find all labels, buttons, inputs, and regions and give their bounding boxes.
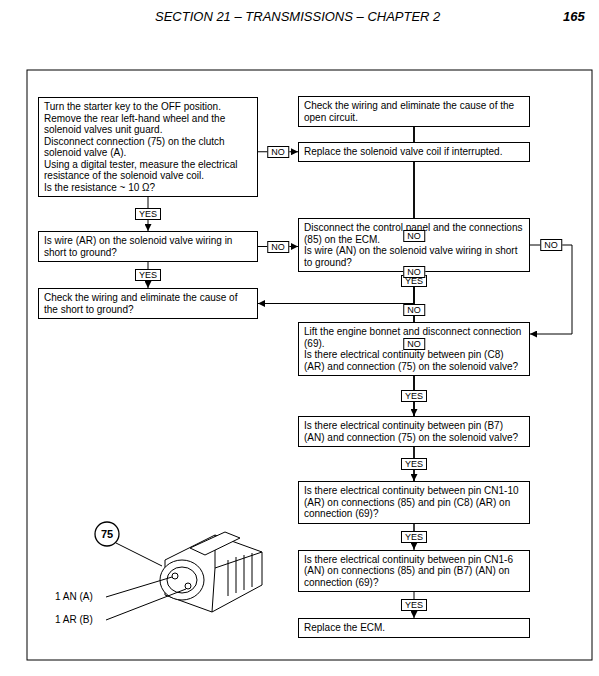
callout-number: 75: [101, 528, 113, 540]
connector-pin: [172, 573, 178, 579]
step-box: Replace the ECM.: [298, 618, 530, 638]
connector-face: [160, 560, 204, 600]
step-text: Is there electrical continuity between p…: [304, 420, 524, 443]
step-box: Is there electrical continuity between p…: [298, 416, 530, 447]
page-header: SECTION 21 – TRANSMISSIONS – CHAPTER 2: [155, 9, 440, 24]
step-text: Using a digital tester, measure the elec…: [44, 159, 252, 182]
leader-line: [106, 589, 186, 620]
answer-tag: NO: [403, 266, 425, 278]
connector-ribs: [228, 553, 252, 596]
step-box: Replace the solenoid valve coil if inter…: [298, 142, 530, 162]
step-text: Is wire (AR) on the solenoid valve wirin…: [44, 235, 252, 258]
connector-drawing: [160, 532, 262, 612]
answer-tag: YES: [135, 208, 161, 220]
step-text: Disconnect connection (75) on the clutch…: [44, 136, 252, 159]
step-text: Is there electrical continuity between p…: [304, 485, 524, 520]
leader-line: [116, 543, 162, 566]
step-box: Is there electrical continuity between p…: [298, 550, 530, 593]
leader-line: [106, 577, 172, 597]
step-text: Check the wiring and eliminate the cause…: [304, 100, 524, 123]
connector-latch: [190, 532, 240, 555]
step-text: Replace the solenoid valve coil if inter…: [304, 146, 524, 158]
step-text: Is there electrical continuity between p…: [304, 349, 524, 372]
answer-tag: YES: [135, 269, 161, 281]
flow-arrow: [258, 272, 414, 304]
step-box: Is wire (AR) on the solenoid valve wirin…: [38, 231, 258, 262]
answer-tag: YES: [401, 390, 427, 402]
answer-tag: YES: [401, 531, 427, 543]
connector-pin: [185, 583, 191, 589]
answer-tag: YES: [401, 599, 427, 611]
answer-tag: NO: [540, 239, 562, 251]
connector-edge: [212, 568, 215, 612]
answer-tag: NO: [403, 304, 425, 316]
step-text: Replace the ECM.: [304, 622, 524, 634]
pin-label: 1 AR (B): [55, 614, 93, 625]
page-number: 165: [563, 9, 585, 24]
instruction-box: Disconnect the control panel and the con…: [298, 218, 530, 272]
step-box: Is there electrical continuity between p…: [298, 481, 530, 524]
answer-tag: YES: [401, 458, 427, 470]
step-text: Turn the starter key to the OFF position…: [44, 101, 252, 113]
frame: [27, 70, 592, 660]
step-text: Is the resistance ~ 10 Ω?: [44, 182, 252, 194]
instruction-box: Turn the starter key to the OFF position…: [38, 97, 258, 197]
step-text: Remove the rear left-hand wheel and the …: [44, 113, 252, 136]
connector-socket: [167, 567, 197, 593]
step-text: Is there electrical continuity between p…: [304, 554, 524, 589]
step-box: Check the wiring and eliminate the cause…: [298, 96, 530, 127]
answer-tag: NO: [267, 146, 289, 158]
callout-circle: [95, 522, 119, 546]
step-box: Check the wiring and eliminate the cause…: [38, 288, 258, 319]
step-text: Check the wiring and eliminate the cause…: [44, 292, 252, 315]
pin-label: 1 AN (A): [55, 591, 93, 602]
answer-tag: NO: [267, 241, 289, 253]
answer-tag: NO: [403, 230, 425, 242]
answer-tag: NO: [403, 338, 425, 350]
flow-arrow: [530, 245, 572, 334]
